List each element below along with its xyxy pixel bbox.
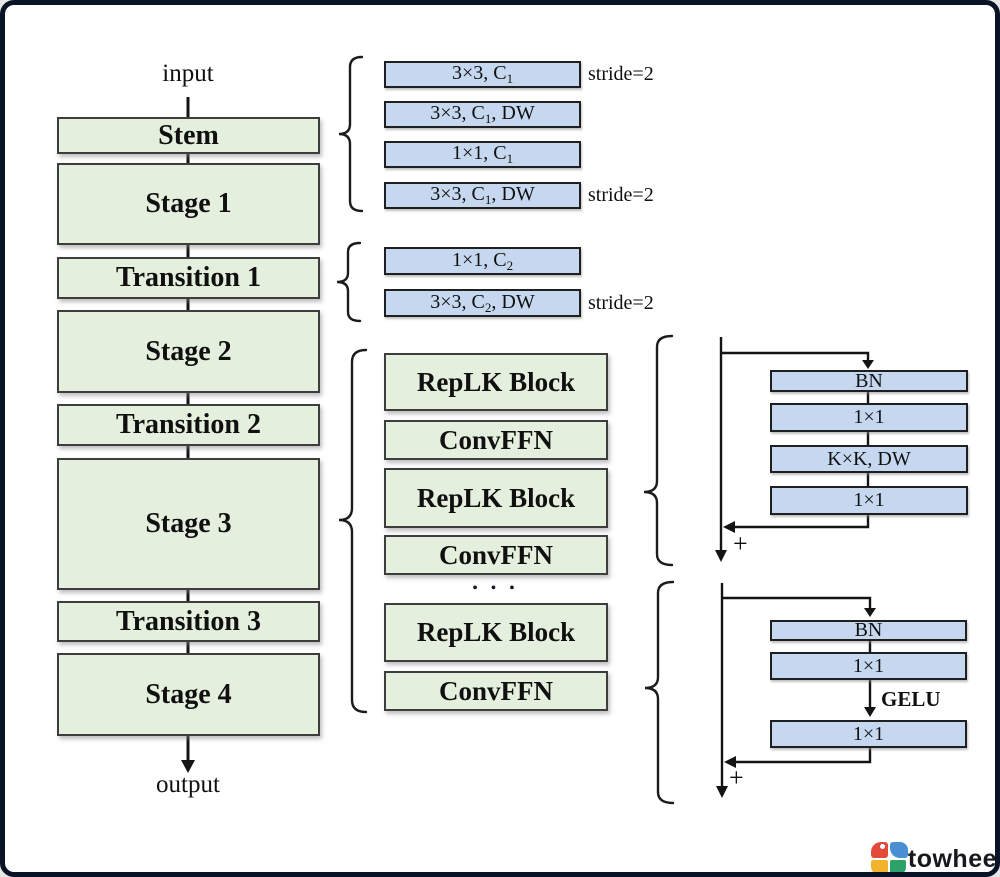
towhee-logo-icon <box>871 841 908 872</box>
replk-detail-1x1: 1×1 <box>770 403 968 432</box>
block-label: Transition 2 <box>116 409 261 440</box>
logo-yellow-shape <box>871 859 888 872</box>
connector-overlay <box>181 55 876 805</box>
logo-blue-shape <box>890 841 908 858</box>
backbone-block-stage2: Stage 2 <box>57 310 320 393</box>
conv-label: 1×1, C2 <box>451 248 514 273</box>
layer-label: BN <box>854 619 883 641</box>
transition-conv-row: 3×3, C2, DW <box>384 289 581 317</box>
stack-label: RepLK Block <box>416 617 576 647</box>
stack-replk-block: RepLK Block <box>384 603 608 662</box>
stem-brace <box>338 55 364 213</box>
stage-stack-brace <box>338 348 368 714</box>
logo-eye-dot <box>880 843 885 849</box>
towhee-logo-text: towhee <box>907 844 997 873</box>
conv-label: 3×3, C1, DW <box>430 102 535 126</box>
backbone-block-transition1: Transition 1 <box>57 257 320 299</box>
stack-label: RepLK Block <box>416 366 576 397</box>
stack-replk-block: RepLK Block <box>384 353 608 411</box>
backbone-block-stage3: Stage 3 <box>57 458 320 590</box>
gelu-label: GELU <box>881 687 941 711</box>
backbone-block-transition2: Transition 2 <box>57 404 320 446</box>
stem-conv-row: 3×3, C1, DW <box>384 182 581 209</box>
stack-label: ConvFFN <box>439 675 553 706</box>
stack-convffn: ConvFFN <box>384 535 608 575</box>
stack-label: ConvFFN <box>439 424 553 455</box>
block-label: Stage 1 <box>145 188 232 219</box>
backbone-block-stage4: Stage 4 <box>57 653 320 736</box>
replk-detail-arrowheads <box>715 360 874 562</box>
block-label: Transition 3 <box>116 605 261 637</box>
conv-label: 1×1, C1 <box>451 142 514 166</box>
output-label: output <box>156 771 220 798</box>
backbone-block-stem: Stem <box>57 117 320 154</box>
backbone-block-stage1: Stage 1 <box>57 163 320 245</box>
stack-replk-block: RepLK Block <box>384 468 608 528</box>
braces <box>336 55 675 805</box>
replk-detail-bn: BN <box>770 370 968 392</box>
stack-label: ConvFFN <box>439 539 553 570</box>
convffn-detail-1x1: 1×1 <box>770 652 967 680</box>
replk-residual-plus: + <box>733 529 748 558</box>
layer-label: 1×1 <box>852 654 885 677</box>
input-label: input <box>162 60 214 87</box>
transition-conv-row: 1×1, C2 <box>384 247 581 275</box>
convffn-detail-bn: BN <box>770 619 967 641</box>
convffn-detail-brace <box>644 580 675 805</box>
block-label: Stem <box>158 119 219 151</box>
stem-conv-row: 1×1, C1 <box>384 141 581 168</box>
stride-note: stride=2 <box>588 63 654 85</box>
stride-note: stride=2 <box>588 184 654 206</box>
convffn-residual-plus: + <box>729 763 744 792</box>
output-arrowhead <box>181 760 195 773</box>
conv-label: 3×3, C1 <box>451 62 514 86</box>
layer-label: 1×1 <box>853 406 885 428</box>
backbone-block-transition3: Transition 3 <box>57 601 320 642</box>
layer-label: K×K, DW <box>827 447 911 470</box>
replk-detail-brace <box>643 334 674 567</box>
block-label: Stage 3 <box>145 508 232 539</box>
stack-convffn: ConvFFN <box>384 671 608 711</box>
stack-label: RepLK Block <box>416 482 576 513</box>
stem-conv-row: 3×3, C1 <box>384 61 581 88</box>
block-label: Stage 4 <box>145 678 232 710</box>
stack-convffn: ConvFFN <box>384 420 608 460</box>
convffn-detail-1x1: 1×1 <box>770 720 967 748</box>
transition1-brace <box>336 241 362 323</box>
stride-note: stride=2 <box>588 292 654 314</box>
block-label: Stage 2 <box>145 335 232 367</box>
replk-detail-lines <box>719 337 870 553</box>
layer-label: 1×1 <box>852 722 885 745</box>
logo-red-shape <box>871 841 888 858</box>
layer-label: BN <box>855 369 883 392</box>
block-label: Transition 1 <box>116 262 261 293</box>
logo-green-shape <box>890 859 906 872</box>
conv-label: 3×3, C2, DW <box>430 290 535 315</box>
convffn-detail-lines <box>720 583 872 789</box>
replk-detail-1x1: 1×1 <box>770 486 968 515</box>
conv-label: 3×3, C1, DW <box>430 183 535 207</box>
stack-ellipsis: • • • <box>472 581 520 596</box>
stem-conv-row: 3×3, C1, DW <box>384 101 581 128</box>
replk-detail-kxk-dw: K×K, DW <box>770 445 968 473</box>
convffn-detail-arrowheads <box>716 608 876 798</box>
towhee-logo: towhee <box>871 839 997 873</box>
layer-label: 1×1 <box>853 489 885 511</box>
